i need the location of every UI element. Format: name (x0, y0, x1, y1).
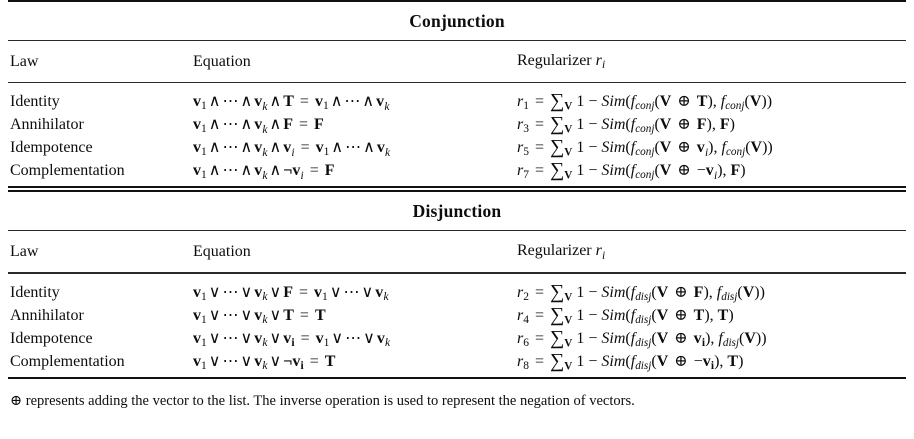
disjunction-header-bottom-rule (8, 272, 906, 274)
table-row: Complementation v1∨⋯∨vk∨¬vi = T r8 = ∑V … (8, 349, 906, 372)
regularizer-symbol: r (595, 52, 602, 70)
table-row: Idempotence v1∧⋯∧vk∧vi = v1∧⋯∧vk r5 = ∑V… (8, 135, 906, 158)
row-regularizer: r4 = ∑V 1 − Sim(fdisj(V ⊕ T), T) (517, 303, 734, 326)
table-row: Identity v1∨⋯∨vk∨F = v1∨⋯∨vk r2 = ∑V 1 −… (8, 280, 906, 303)
row-regularizer: r6 = ∑V 1 − Sim(fdisj(V ⊕ vi), fdisj(V)) (517, 326, 767, 349)
column-header-regularizer: Regularizer ri (517, 52, 906, 71)
row-law-name: Annihilator (10, 116, 84, 134)
row-equation: v1∨⋯∨vk∨F = v1∨⋯∨vk (193, 283, 389, 303)
table-row: Annihilator v1∨⋯∨vk∨T = T r4 = ∑V 1 − Si… (8, 303, 906, 326)
row-regularizer: r8 = ∑V 1 − Sim(fdisj(V ⊕ −vi), T) (517, 349, 744, 372)
conjunction-header-bottom-rule (8, 82, 906, 84)
column-header-regularizer-label: Regularizer (517, 52, 592, 70)
row-regularizer: r1 = ∑V 1 − Sim(fconj(V ⊕ T), fconj(V)) (517, 90, 773, 113)
row-regularizer: r7 = ∑V 1 − Sim(fconj(V ⊕ −vi), F) (517, 159, 746, 182)
row-law-name: Idempotence (10, 139, 93, 157)
row-regularizer: r2 = ∑V 1 − Sim(fdisj(V ⊕ F), fdisj(V)) (517, 280, 765, 303)
section-divider-double-rule (8, 186, 906, 193)
column-header-equation: Equation (193, 52, 251, 70)
regularizer-subscript: i (602, 249, 606, 262)
column-header-regularizer-label: Regularizer (517, 242, 592, 260)
row-law-name: Identity (10, 283, 60, 301)
row-law-name: Idempotence (10, 329, 93, 347)
row-equation: v1∧⋯∧vk∧¬vi = F (193, 162, 335, 182)
table-row: Identity v1∧⋯∧vk∧T = v1∧⋯∧vk r1 = ∑V 1 −… (8, 89, 906, 112)
column-header-equation: Equation (193, 242, 251, 260)
disjunction-column-headers: Law Equation Regularizer ri (8, 231, 906, 272)
regularizer-symbol: r (595, 242, 602, 260)
row-law-name: Annihilator (10, 306, 84, 324)
section-title-disjunction: Disjunction (412, 201, 502, 222)
row-law-name: Identity (10, 93, 60, 111)
column-header-law: Law (10, 242, 39, 260)
conjunction-header-top-rule (8, 40, 906, 42)
row-equation: v1∧⋯∧vk∧T = v1∧⋯∧vk (193, 93, 390, 113)
row-equation: v1∧⋯∧vk∧vi = v1∧⋯∧vk (193, 139, 391, 159)
conjunction-column-headers: Law Equation Regularizer ri (8, 41, 906, 82)
row-law-name: Complementation (10, 162, 125, 180)
table-row: Complementation v1∧⋯∧vk∧¬vi = F r7 = ∑V … (8, 158, 906, 181)
table-top-rule (8, 0, 906, 3)
row-regularizer: r3 = ∑V 1 − Sim(fconj(V ⊕ F), F) (517, 113, 735, 136)
row-equation: v1∧⋯∧vk∧F = F (193, 116, 324, 136)
row-law-name: Complementation (10, 352, 125, 370)
regularizer-subscript: i (602, 59, 606, 72)
row-equation: v1∨⋯∨vk∨¬vi = T (193, 352, 336, 372)
disjunction-header-top-rule (8, 230, 906, 232)
table-bottom-rule (8, 376, 906, 379)
table-row: Idempotence v1∨⋯∨vk∨vi = v1∨⋯∨vk r6 = ∑V… (8, 326, 906, 349)
row-equation: v1∨⋯∨vk∨vi = v1∨⋯∨vk (193, 329, 391, 349)
row-equation: v1∨⋯∨vk∨T = T (193, 306, 326, 326)
column-header-regularizer: Regularizer ri (517, 242, 906, 261)
row-regularizer: r5 = ∑V 1 − Sim(fconj(V ⊕ vi), fconj(V)) (517, 136, 773, 159)
column-header-law: Law (10, 52, 39, 70)
section-title-conjunction: Conjunction (409, 11, 505, 32)
table-footnote: ⊕ represents adding the vector to the li… (10, 392, 635, 409)
disjunction-rows: Identity v1∨⋯∨vk∨F = v1∨⋯∨vk r2 = ∑V 1 −… (8, 274, 906, 377)
conjunction-rows: Identity v1∧⋯∧vk∧T = v1∧⋯∧vk r1 = ∑V 1 −… (8, 83, 906, 186)
table-row: Annihilator v1∧⋯∧vk∧F = F r3 = ∑V 1 − Si… (8, 112, 906, 135)
